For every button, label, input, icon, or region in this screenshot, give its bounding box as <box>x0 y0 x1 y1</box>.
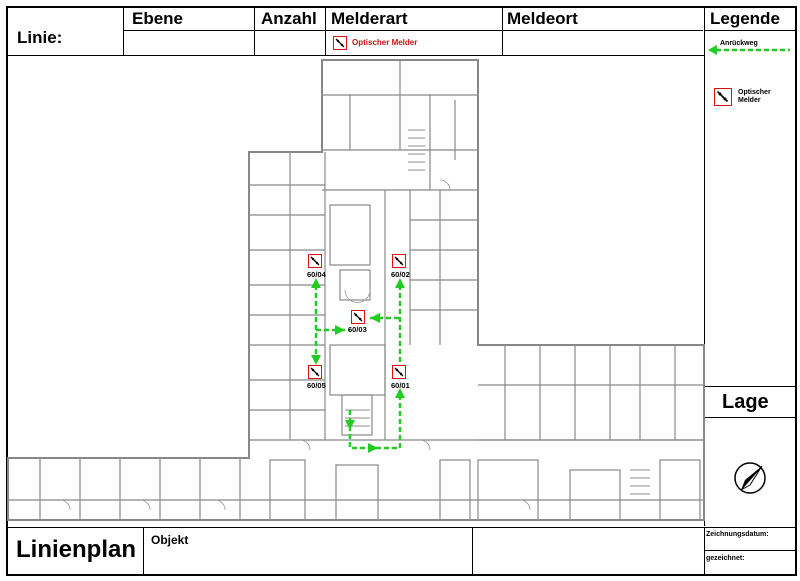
legend-route-label: Anrückweg <box>720 40 758 47</box>
objekt-label: Objekt <box>151 533 189 547</box>
header-col-divider <box>254 6 255 55</box>
header-col-divider <box>325 6 326 55</box>
detector-60-02-label: 60/02 <box>391 270 410 279</box>
drawing-frame <box>6 6 797 576</box>
legend-header-line <box>704 30 797 31</box>
melderart-label: Melderart <box>331 9 408 28</box>
lage-label: Lage <box>722 391 769 413</box>
detector-60-03-label: 60/03 <box>348 325 367 334</box>
detector-60-04-label: 60/04 <box>307 270 326 279</box>
detector-60-05-icon <box>308 365 322 379</box>
optical-detector-icon <box>333 36 347 50</box>
footer-divider <box>143 527 144 576</box>
zeichnungsdatum-label: Zeichnungsdatum: <box>706 531 769 538</box>
footer-divider <box>704 527 705 576</box>
header-col-divider <box>502 6 503 55</box>
plan-title: Linienplan <box>16 536 136 563</box>
linie-label: Linie: <box>17 28 63 47</box>
ebene-label: Ebene <box>132 9 184 28</box>
lage-bottom-line <box>704 417 797 418</box>
detector-60-03-icon <box>351 310 365 324</box>
anzahl-label: Anzahl <box>261 9 317 28</box>
detector-60-05-label: 60/05 <box>307 381 326 390</box>
legend-column-divider <box>704 6 705 526</box>
meldeort-label: Meldeort <box>507 9 578 28</box>
header-col-divider <box>123 6 124 55</box>
header-divider <box>123 30 703 31</box>
detector-60-02-icon <box>392 254 406 268</box>
lage-top-line <box>704 386 797 387</box>
footer-top-line <box>6 527 797 528</box>
melderart-value: Optischer Melder <box>352 38 418 47</box>
footer-date-line <box>704 550 797 551</box>
footer-divider <box>472 527 473 576</box>
legende-label: Legende <box>710 9 780 28</box>
detector-60-01-label: 60/01 <box>391 381 410 390</box>
gezeichnet-label: gezeichnet: <box>706 555 745 562</box>
legend-detector-label-1: Optischer <box>738 89 771 96</box>
legend-detector-icon <box>714 88 732 106</box>
detector-60-04-icon <box>308 254 322 268</box>
detector-60-01-icon <box>392 365 406 379</box>
header-bottom-line <box>6 55 705 56</box>
legend-detector-label-2: Melder <box>738 97 761 104</box>
